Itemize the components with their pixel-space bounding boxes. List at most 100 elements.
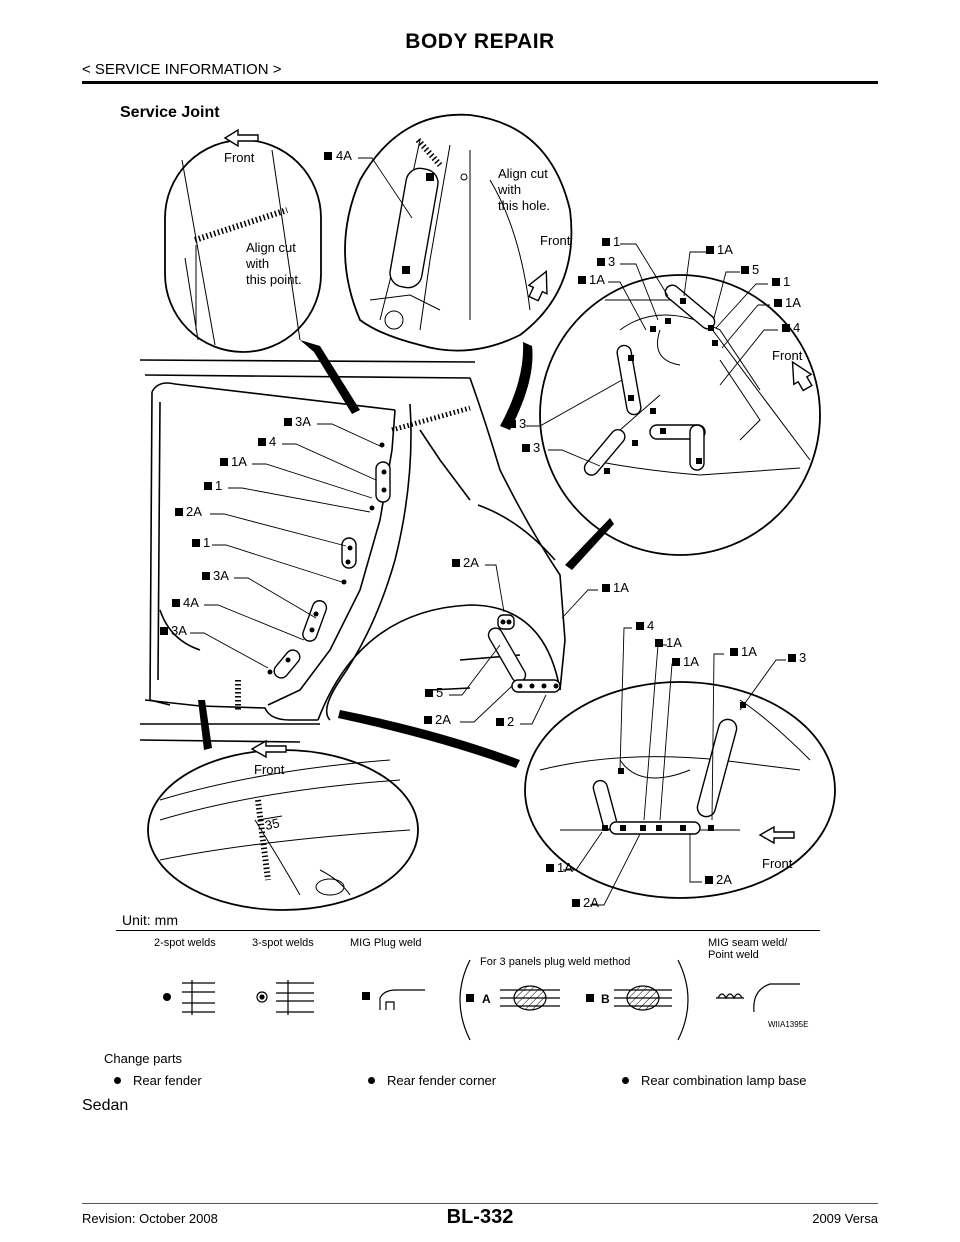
callout-4A-pillar: 4A xyxy=(183,595,199,610)
front-label: Front xyxy=(772,348,803,363)
detail-right xyxy=(539,274,821,556)
mig-seam-torch-icon xyxy=(753,983,800,1013)
change-part-item: Rear fender corner xyxy=(368,1073,496,1088)
legend-mig-seam-line2: Point weld xyxy=(708,949,759,961)
callout-3-detail-b: 3 xyxy=(533,440,540,455)
callout-1-right: 1 xyxy=(613,234,620,249)
change-part-item: Rear fender xyxy=(114,1073,202,1088)
mig-plug-weld-diagram-icon xyxy=(379,989,425,1010)
change-part-label: Rear combination lamp base xyxy=(641,1073,807,1088)
bullet-icon xyxy=(114,1077,121,1084)
callout-2-base: 2 xyxy=(507,714,514,729)
two-spot-weld-icon xyxy=(163,993,171,1001)
bullet-icon xyxy=(622,1077,629,1084)
method-a-label: A xyxy=(482,992,491,1006)
figure-title: Service Joint xyxy=(120,104,220,121)
plug-method-a-icon xyxy=(466,994,474,1002)
callout-2A-pillar: 2A xyxy=(186,504,202,519)
align-hole-line2: with xyxy=(497,182,521,197)
front-label: Front xyxy=(762,856,793,871)
callout-4-right: 4 xyxy=(793,320,800,335)
weld-dots-pillar xyxy=(267,442,559,689)
callout-1A-corner: 1A xyxy=(613,580,629,595)
callout-3A-pillar: 3A xyxy=(295,414,311,429)
callout-markers xyxy=(160,152,796,907)
callout-1A-right: 1A xyxy=(589,272,605,287)
change-part-label: Rear fender xyxy=(133,1073,202,1088)
mig-seam-weld-icon xyxy=(716,993,744,1000)
callout-4A-upper: 4A xyxy=(336,148,352,163)
leader-lines xyxy=(190,157,786,906)
seam-cut-lines xyxy=(235,405,471,712)
detail-arrows xyxy=(198,340,614,768)
callout-2A-bottom-b: 2A xyxy=(716,872,732,887)
callout-1A-bottom: 1A xyxy=(557,860,573,875)
callout-1A-pillar: 1A xyxy=(231,454,247,469)
two-spot-weld-diagram-icon xyxy=(182,980,215,1015)
detail-upper-left xyxy=(164,139,322,353)
rear-body-panel xyxy=(139,359,566,743)
callout-1A-corner-b: 1A xyxy=(666,635,682,650)
legend-mig-seam-line1: MIG seam weld/ xyxy=(708,937,788,949)
front-label: Front xyxy=(254,762,285,777)
bullet-icon xyxy=(368,1077,375,1084)
align-hole-line1: Align cut xyxy=(498,166,548,181)
callout-1A-corner-d: 1A xyxy=(741,644,757,659)
callout-2A-corner: 2A xyxy=(463,555,479,570)
weld-groups-pillar xyxy=(273,461,561,693)
callout-1A-right-c: 1A xyxy=(785,295,801,310)
callout-3A-pillar-c: 3A xyxy=(171,623,187,638)
three-spot-weld-diagram-icon xyxy=(276,980,314,1015)
callout-4-pillar: 4 xyxy=(269,434,276,449)
callout-3-right: 3 xyxy=(608,254,615,269)
callout-4-corner: 4 xyxy=(647,618,654,633)
detail-lower-right xyxy=(524,681,836,899)
callout-1-pillar: 1 xyxy=(215,478,222,493)
callout-1-pillar-b: 1 xyxy=(203,535,210,550)
legend-mig-seam-weld: MIG seam weld/ Point weld xyxy=(708,937,787,961)
front-label: Front xyxy=(540,233,571,248)
callout-3A-pillar-b: 3A xyxy=(213,568,229,583)
legend-symbols xyxy=(163,959,800,1041)
callout-2A-base: 2A xyxy=(435,712,451,727)
legend-divider xyxy=(116,930,820,931)
callout-1-right-b: 1 xyxy=(783,274,790,289)
callout-2A-bottom: 2A xyxy=(583,895,599,910)
unit-label: Unit: mm xyxy=(122,912,178,928)
legend-two-spot-welds: 2-spot welds xyxy=(154,937,216,949)
sedan-heading: Sedan xyxy=(82,1097,129,1114)
three-spot-weld-icon xyxy=(256,991,268,1003)
page-title: BODY REPAIR xyxy=(405,30,555,53)
change-parts-caption: Change parts xyxy=(104,1051,183,1066)
legend-letter-labels: A B xyxy=(482,992,610,1006)
callout-5-base: 5 xyxy=(436,685,443,700)
align-point-line2: with xyxy=(245,256,269,271)
align-point-line1: Align cut xyxy=(246,240,296,255)
detail-upper-middle xyxy=(344,113,573,352)
legend-three-panel-method: For 3 panels plug weld method xyxy=(480,956,631,968)
footer-rule xyxy=(82,1203,878,1204)
callout-1A-right-b: 1A xyxy=(717,242,733,257)
bracket-left-icon xyxy=(459,959,471,1041)
callout-3-corner: 3 xyxy=(799,650,806,665)
detail-lower-left xyxy=(147,749,419,911)
footer-model: 2009 Versa xyxy=(812,1211,878,1226)
bracket-right-icon xyxy=(677,959,689,1041)
front-arrows xyxy=(223,128,813,845)
change-part-label: Rear fender corner xyxy=(387,1073,497,1088)
dimension-label: 35 xyxy=(264,815,281,833)
method-b-label: B xyxy=(601,992,610,1006)
footer-page-number: BL-332 xyxy=(446,1206,514,1228)
plug-method-b-icon xyxy=(586,994,594,1002)
callout-3-detail: 3 xyxy=(519,416,526,431)
figure-code: WIIA1395E xyxy=(768,1020,809,1029)
align-point-line3: this point. xyxy=(246,272,302,287)
front-label: Front xyxy=(224,150,255,165)
legend-mig-plug-weld: MIG Plug weld xyxy=(350,937,422,949)
section-breadcrumb: < SERVICE INFORMATION > xyxy=(82,61,282,78)
legend-three-spot-welds: 3-spot welds xyxy=(252,937,314,949)
align-hole-line3: this hole. xyxy=(498,198,550,213)
callout-5-right: 5 xyxy=(752,262,759,277)
plug-method-a-diagram-icon xyxy=(500,985,560,1011)
